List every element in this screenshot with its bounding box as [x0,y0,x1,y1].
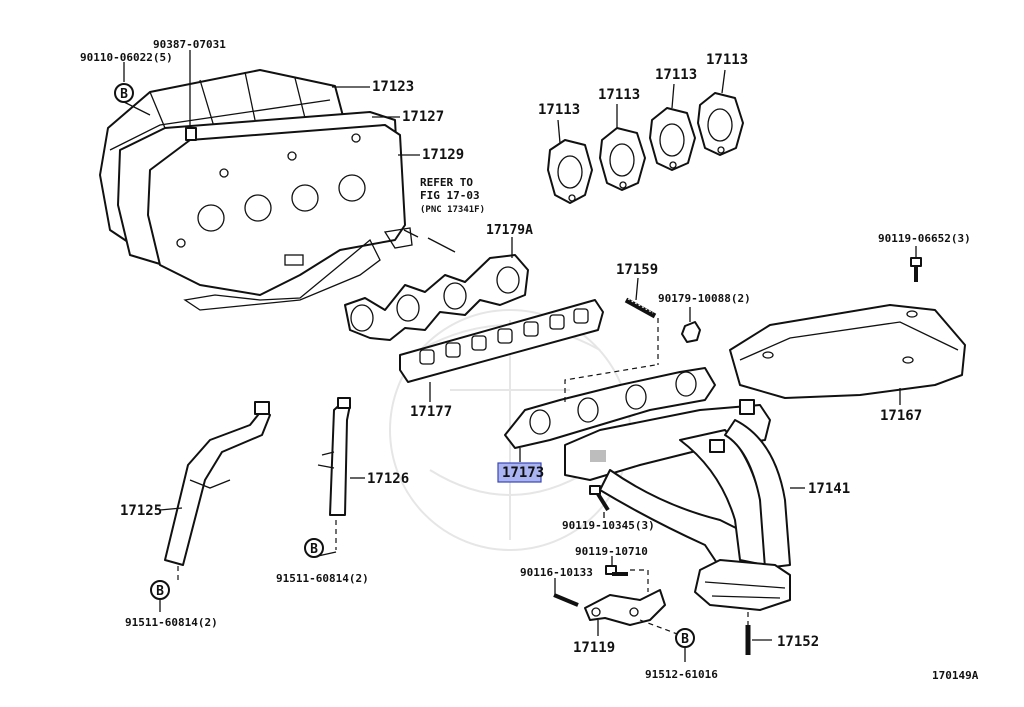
gasket-17113-d[interactable] [697,92,744,156]
stay-17125[interactable] [164,401,271,566]
part-label-17177[interactable]: 17177 [410,404,452,420]
part-label-17141[interactable]: 17141 [808,481,850,497]
exhaust-manifold-17141[interactable] [564,399,791,611]
part-label-17113-b[interactable]: 17113 [598,87,640,103]
refer-note-line3: (PNC 17341F) [420,205,485,215]
part-label-17119[interactable]: 17119 [573,640,615,656]
part-label-90110-06022[interactable]: 90110-06022(5) [80,51,173,64]
gasket-17113-c[interactable] [649,107,696,171]
part-label-17152[interactable]: 17152 [777,634,819,650]
gasket-17179A[interactable] [344,254,529,341]
gasket-17113-b[interactable] [599,127,646,191]
part-label-90119-10345[interactable]: 90119-10345(3) [562,519,655,532]
callout-letter: B [310,542,318,557]
part-label-17179A[interactable]: 17179A [486,223,533,238]
bolts-on-cover [176,133,361,248]
callout-letter: B [156,584,164,599]
callout-letter: B [681,632,689,647]
bracket-17119[interactable] [584,589,666,626]
part-label-17113-c[interactable]: 17113 [655,67,697,83]
part-label-17159[interactable]: 17159 [616,262,658,278]
callout-letter: B [120,87,128,102]
part-label-90119-06652[interactable]: 90119-06652(3) [878,232,971,245]
bolt-90387-07031[interactable] [185,127,197,141]
bolt-90119-10345[interactable] [589,485,610,512]
part-label-17127[interactable]: 17127 [402,109,444,125]
bolt-90119-06652[interactable] [910,257,922,282]
part-label-91512-61016[interactable]: 91512-61016 [645,668,718,681]
part-label-17129[interactable]: 17129 [422,147,464,163]
callout-b-middle[interactable]: B [304,538,324,558]
callout-b-right[interactable]: B [675,628,695,648]
callout-b-left[interactable]: B [150,580,170,600]
part-label-17123[interactable]: 17123 [372,79,414,95]
part-label-17113-d[interactable]: 17113 [706,52,748,68]
callout-b-top[interactable]: B [114,83,134,103]
part-label-17113-a[interactable]: 17113 [538,102,580,118]
refer-note-line1: REFER TO [420,176,473,189]
stay-17126[interactable] [317,397,351,516]
highlighted-part-17173[interactable]: 17173 [497,462,544,483]
heat-insulator-17167[interactable] [729,304,966,399]
part-label-91511-60814-left[interactable]: 91511-60814(2) [125,616,218,629]
bolt-90119-10710[interactable] [605,565,628,576]
gasket-17113-a[interactable] [547,139,593,204]
part-label-17126[interactable]: 17126 [367,471,409,487]
part-label-17167[interactable]: 17167 [880,408,922,424]
part-label-90116-10133[interactable]: 90116-10133 [520,566,593,579]
gasket-17177[interactable] [399,299,604,383]
refer-note-line2[interactable]: FIG 17-03 [420,189,480,202]
manifold-plate-17129[interactable] [147,124,413,311]
stud-17159[interactable] [624,297,657,319]
part-label-91511-60814-middle[interactable]: 91511-60814(2) [276,572,369,585]
figure-id: 170149A [932,669,979,682]
stud-90116-10133[interactable] [553,593,579,607]
part-label-90179-10088[interactable]: 90179-10088(2) [658,292,751,305]
part-label-90119-10710[interactable]: 90119-10710 [575,545,648,558]
gasket-17173[interactable] [504,367,716,449]
part-label-90387-07031[interactable]: 90387-07031 [153,38,226,51]
part-label-17125[interactable]: 17125 [120,503,162,519]
part-label-17173[interactable]: 17173 [502,465,544,481]
nut-90179-10088[interactable] [681,321,701,343]
